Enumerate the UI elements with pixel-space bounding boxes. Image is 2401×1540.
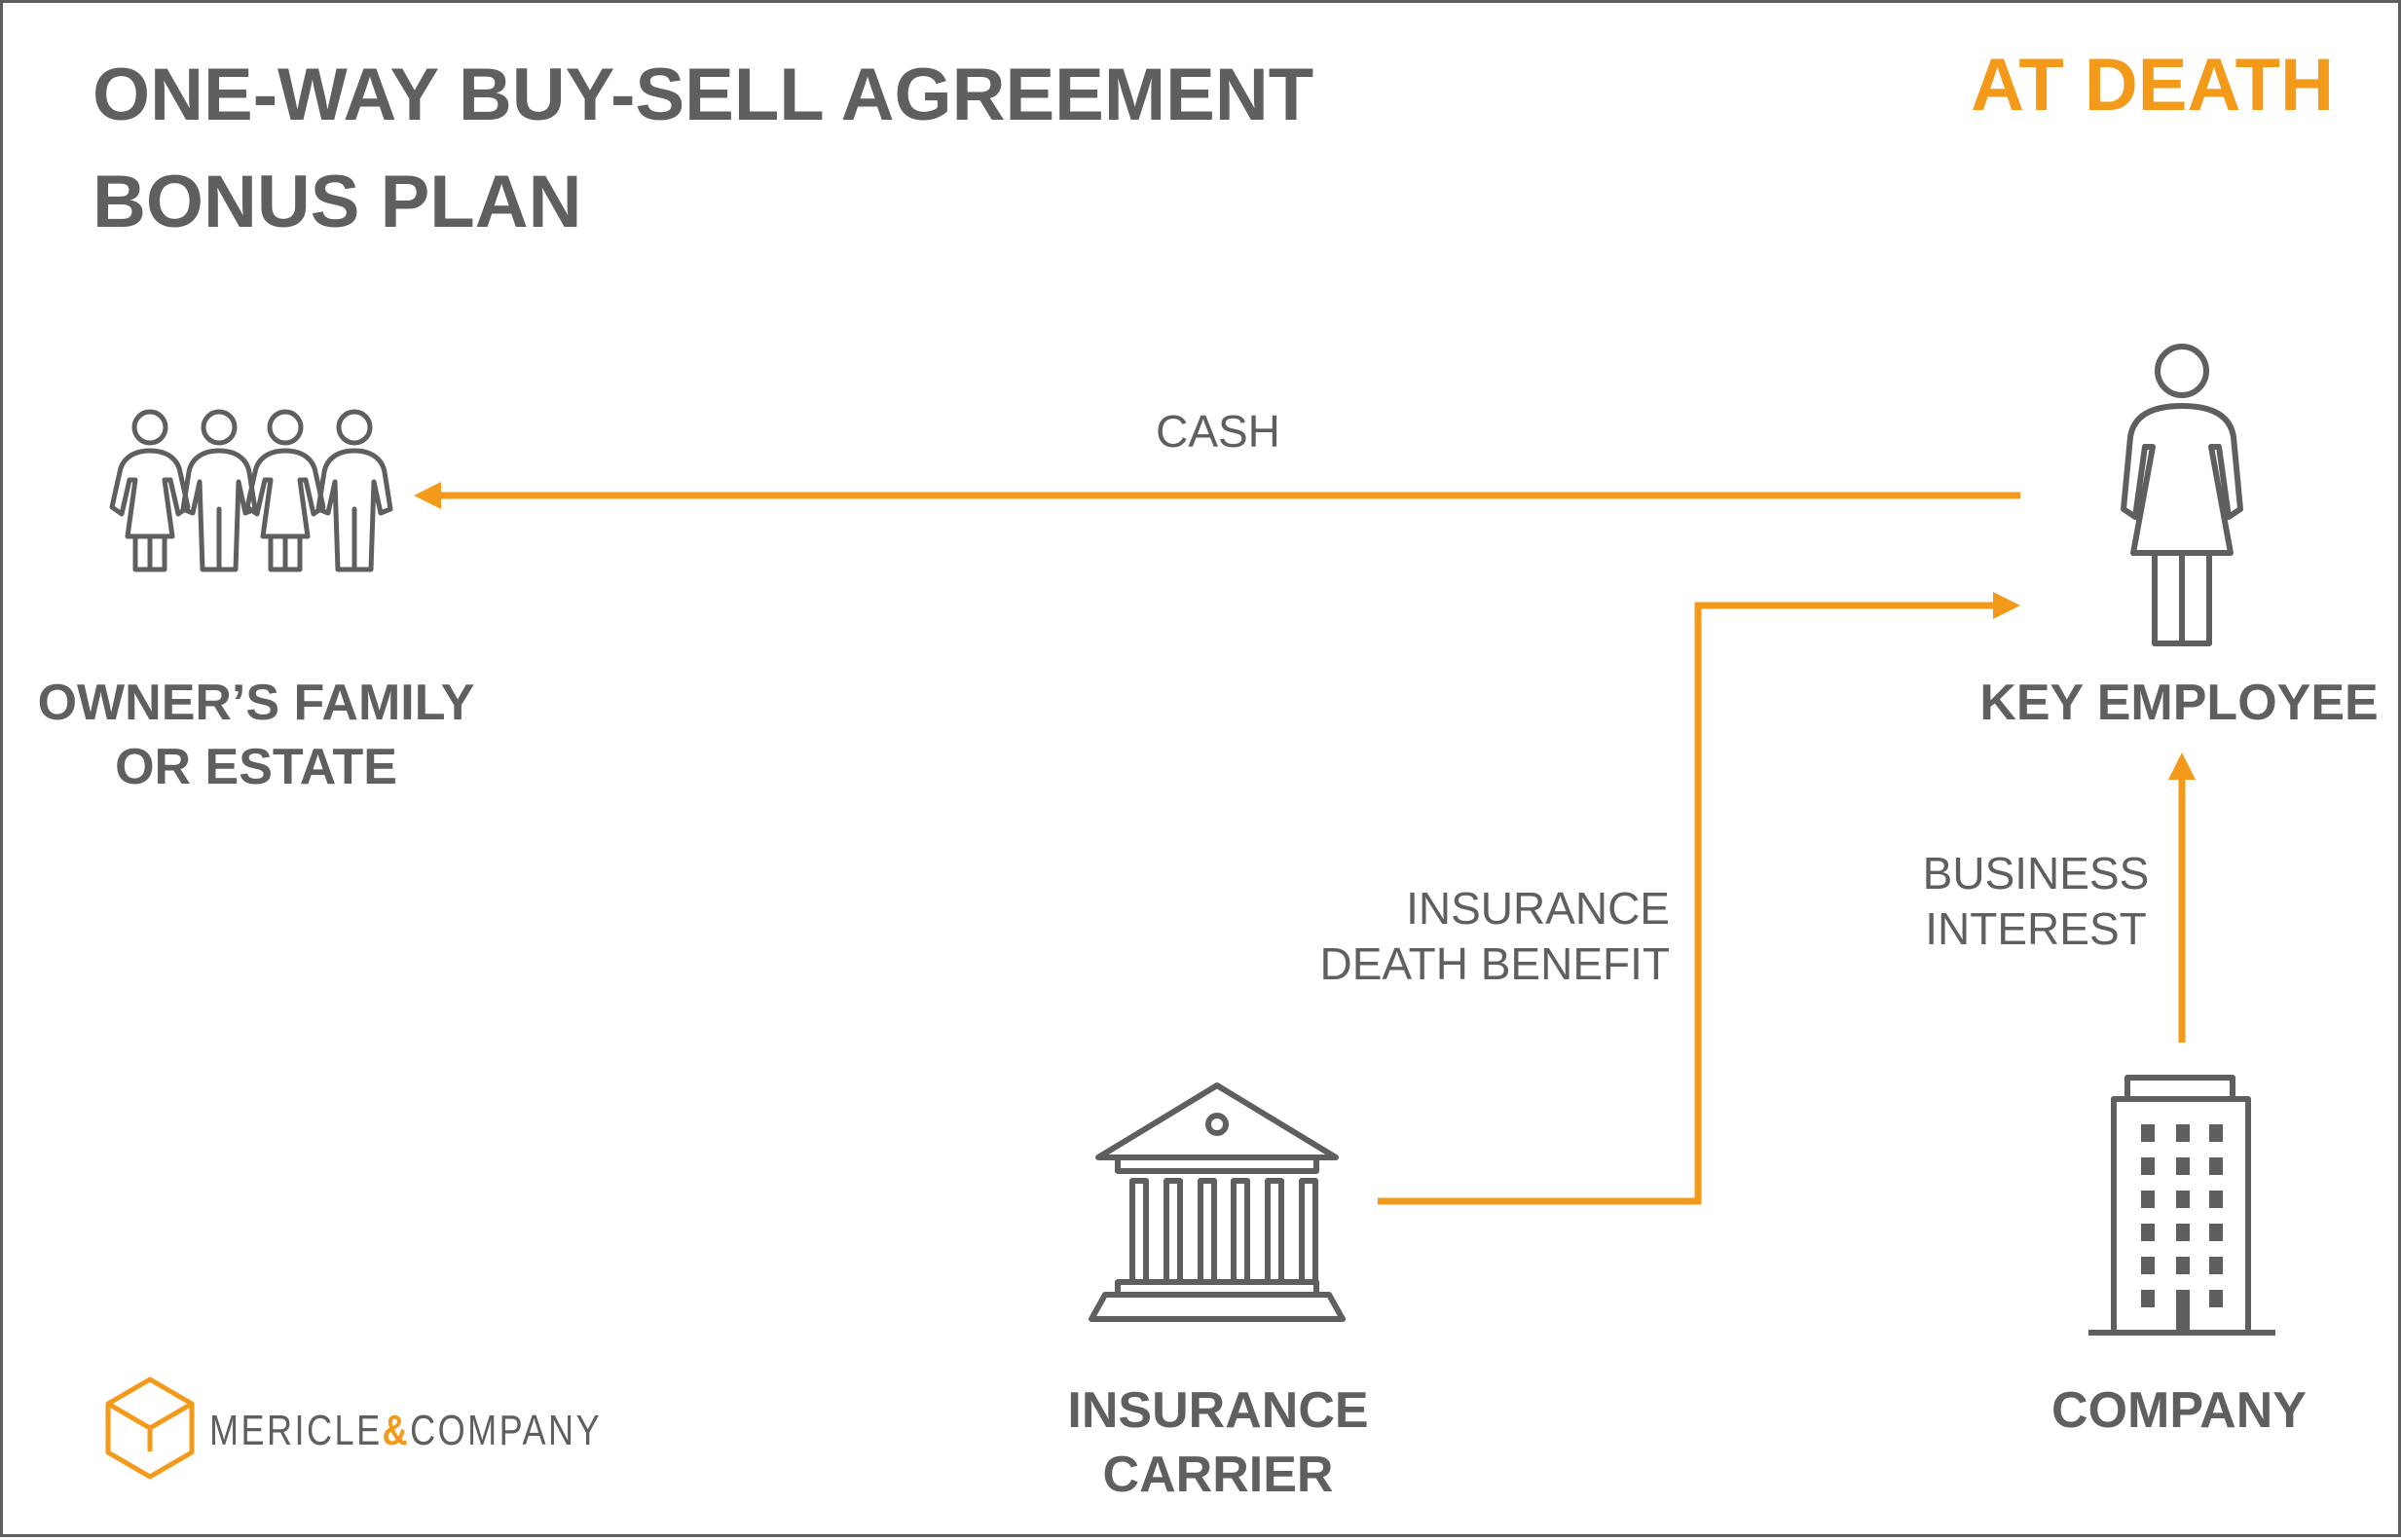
business-interest-flow-label: BUSINESS INTEREST: [1890, 846, 2182, 957]
death-benefit-label-line-2: DEATH BENEFIT: [1319, 938, 1670, 989]
business-interest-arrow: [2168, 752, 2196, 1043]
bank-building-icon: [1089, 1082, 1346, 1322]
owners-family-label: OWNER’S FAMILY OR ESTATE: [3, 671, 509, 799]
title-line-2: BONUS PLAN: [92, 161, 582, 243]
title-line-1: ONE-WAY BUY-SELL AGREEMENT: [92, 54, 1314, 136]
person-icon: [2121, 344, 2243, 646]
insurance-carrier-label-line-2: CARRIER: [1102, 1447, 1334, 1503]
owners-family-label-line-1: OWNER’S FAMILY: [37, 675, 475, 731]
scenario-headline: AT DEATH: [1971, 44, 2334, 127]
cube-logo-icon: [105, 1376, 195, 1480]
owners-family-label-line-2: OR ESTATE: [115, 739, 397, 795]
family-icon: [109, 409, 393, 572]
office-building-icon: [2088, 1075, 2275, 1336]
death-benefit-arrow: [1378, 592, 2020, 1205]
diagram-graphics: [105, 344, 2275, 1480]
page-title: ONE-WAY BUY-SELL AGREEMENT BONUS PLAN: [92, 42, 1313, 256]
cash-arrow: [414, 482, 2020, 509]
company-label: COMPANY: [2051, 1382, 2307, 1439]
brand-name-prefix: MERICLE: [209, 1407, 383, 1454]
brand-name-suffix: COMPANY: [410, 1407, 603, 1454]
brand-logo-text: MERICLE&COMPANY: [209, 1405, 602, 1457]
cash-flow-label: CASH: [1156, 406, 1280, 457]
key-employee-label: KEY EMPLOYEE: [1979, 675, 2379, 731]
business-interest-label-line-2: INTEREST: [1925, 903, 2147, 954]
insurance-carrier-label-line-1: INSURANCE: [1067, 1382, 1369, 1439]
insurance-carrier-label: INSURANCE CARRIER: [1014, 1378, 1422, 1507]
death-benefit-flow-label: INSURANCE DEATH BENEFIT: [1171, 881, 1670, 992]
brand-ampersand: &: [382, 1407, 411, 1454]
business-interest-label-line-1: BUSINESS: [1922, 848, 2150, 898]
death-benefit-label-line-1: INSURANCE: [1406, 883, 1670, 934]
